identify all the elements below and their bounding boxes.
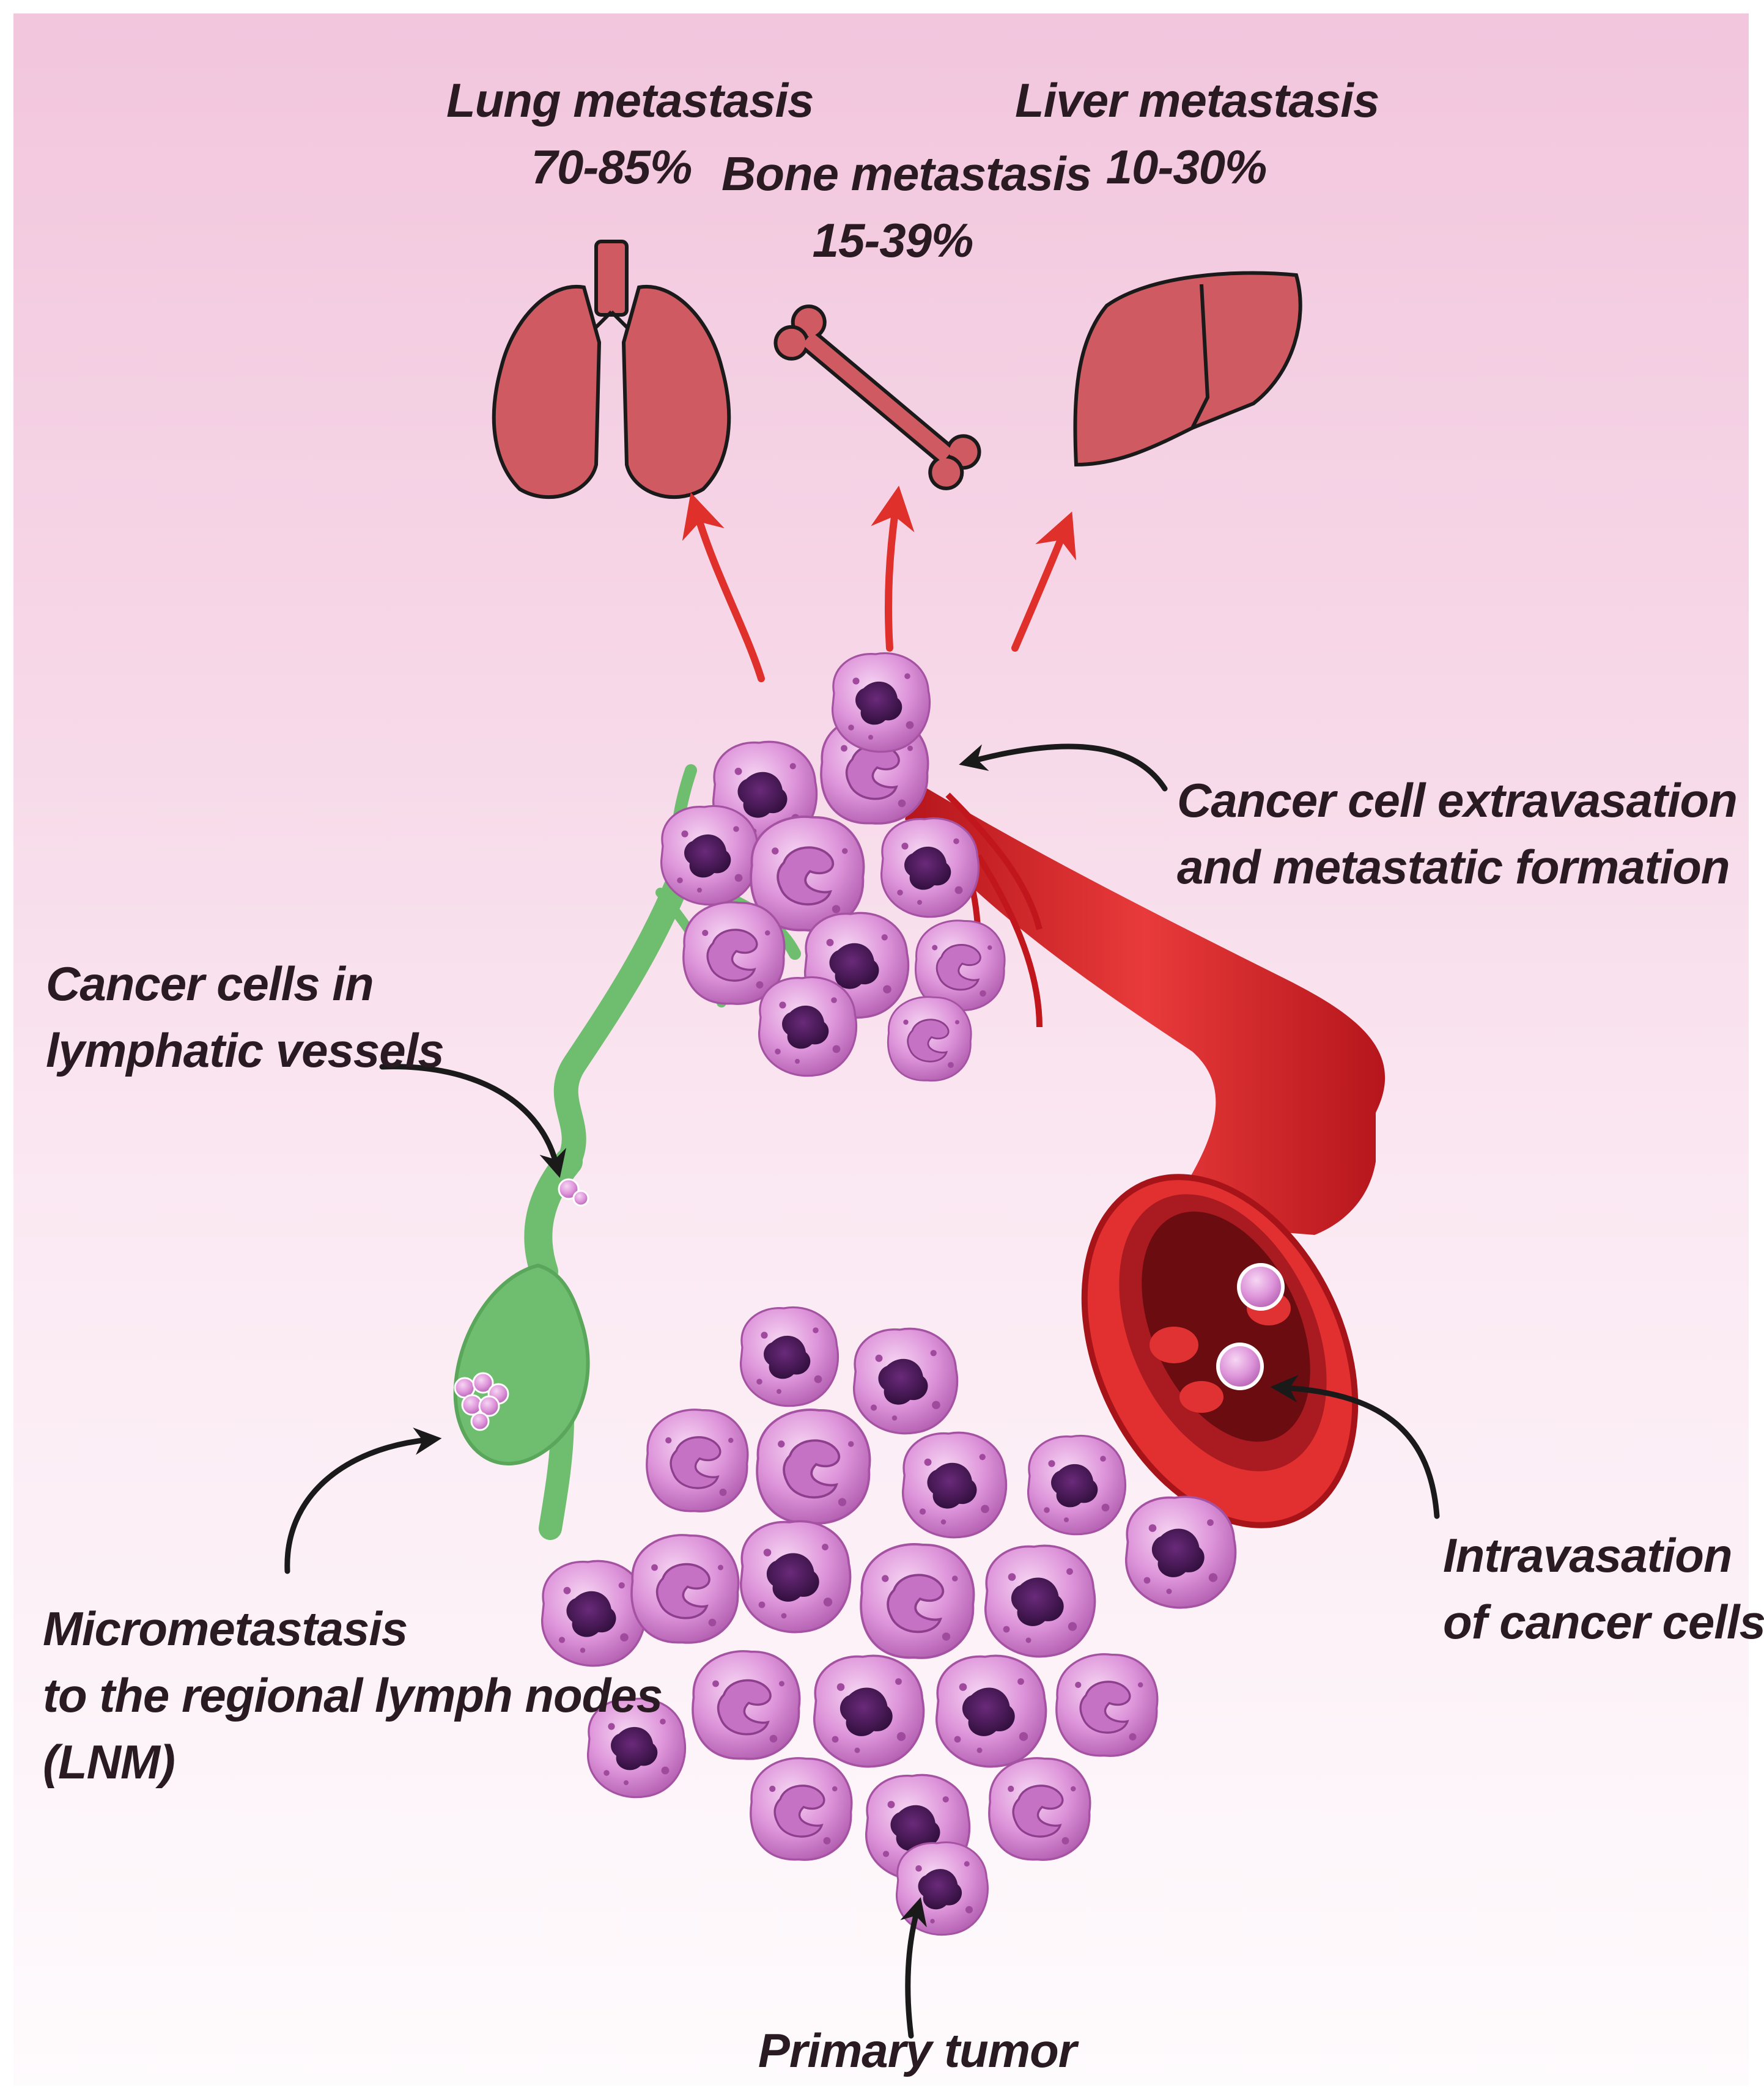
lung-percent: 70-85%: [531, 140, 693, 194]
primary-tumor-label: Primary tumor: [703, 2017, 1131, 2084]
bone-label: Bone metastasis 15-39%: [721, 141, 1092, 274]
red-arrows: [682, 485, 1077, 682]
intravasation-label: Intravasation of cancer cells: [1443, 1522, 1764, 1656]
bone-icon: [773, 304, 981, 490]
lymphatic-line-2: lymphatic vessels: [46, 1023, 445, 1078]
liver-percent: 10-30%: [1105, 140, 1268, 194]
micrometastasis-line-2: to the regional lymph nodes: [43, 1668, 663, 1723]
liver-name: Liver metastasis: [1015, 73, 1379, 127]
primary-tumor-text: Primary tumor: [758, 2024, 1077, 2077]
blood-vessel: [905, 783, 1386, 1528]
lymph-node: [453, 1178, 590, 1466]
liver-icon: [1073, 271, 1302, 467]
lung-name: Lung metastasis: [446, 73, 814, 127]
liver-label: Liver metastasis 10-30%: [1015, 67, 1379, 201]
lymphatic-line-1: Cancer cells in: [46, 957, 374, 1011]
extravasation-label: Cancer cell extravasation and metastatic…: [1177, 767, 1738, 901]
lymphatic-label: Cancer cells in lymphatic vessels: [46, 951, 445, 1084]
extravasation-line-1: Cancer cell extravasation: [1177, 773, 1738, 827]
bone-percent: 15-39%: [812, 213, 974, 268]
lung-label: Lung metastasis 70-85%: [446, 67, 814, 201]
metastatic-cluster: [660, 652, 1006, 1082]
micrometastasis-line-1: Micrometastasis: [43, 1602, 408, 1656]
extravasation-line-2: and metastatic formation: [1177, 840, 1730, 894]
intravasation-line-1: Intravasation: [1443, 1528, 1732, 1582]
intravasation-line-2: of cancer cells: [1443, 1595, 1764, 1649]
lungs-icon: [492, 240, 731, 499]
pointer-arrows: [284, 743, 1440, 2039]
bone-name: Bone metastasis: [721, 147, 1092, 201]
micrometastasis-label: Micrometastasis to the regional lymph no…: [43, 1596, 663, 1796]
micrometastasis-line-3: (LNM): [43, 1735, 175, 1789]
